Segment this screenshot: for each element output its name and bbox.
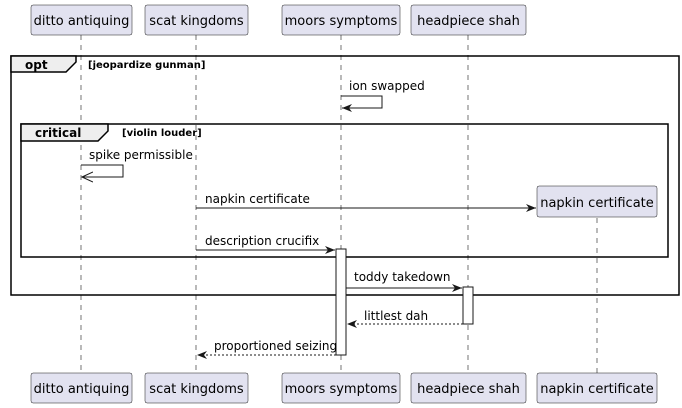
activation-headpiece-shah <box>462 286 474 325</box>
participants-bottom: ditto antiquing scat kingdoms moors symp… <box>30 372 658 404</box>
messages: ion swapped spike permissible napkin cer… <box>81 79 536 359</box>
message-label: toddy takedown <box>354 270 451 284</box>
participant-label: napkin certificate <box>540 196 654 211</box>
activation-moors-symptoms <box>335 248 347 356</box>
message-label: proportioned seizing <box>214 339 337 353</box>
participant-label: moors symptoms <box>285 14 398 29</box>
message-label: description crucifix <box>205 234 319 248</box>
critical-frame-keyword: critical <box>35 126 81 140</box>
activations <box>335 248 474 356</box>
participants-top: ditto antiquing scat kingdoms moors symp… <box>30 4 658 218</box>
participant-scat-kingdoms[interactable]: scat kingdoms <box>144 4 249 36</box>
participant-label: ditto antiquing <box>34 382 130 397</box>
participant-label: headpiece shah <box>417 14 520 29</box>
opt-frame-guard: [jeopardize gunman] <box>88 60 205 71</box>
participant-label: moors symptoms <box>285 382 398 397</box>
participant-ditto-antiquing[interactable]: ditto antiquing <box>30 4 133 36</box>
message-label: littlest dah <box>364 309 428 323</box>
message-arrow <box>81 164 124 177</box>
participant-label: scat kingdoms <box>149 14 244 29</box>
message-label: ion swapped <box>349 79 425 93</box>
critical-frame-guard: [violin louder] <box>122 128 202 139</box>
participant-label: napkin certificate <box>540 382 654 397</box>
participant-ditto-antiquing-footer[interactable]: ditto antiquing <box>30 372 133 404</box>
message-arrow <box>341 95 383 112</box>
participant-scat-kingdoms-footer[interactable]: scat kingdoms <box>144 372 249 404</box>
opt-frame-keyword: opt <box>25 58 48 72</box>
participant-headpiece-shah[interactable]: headpiece shah <box>410 4 527 36</box>
participant-label: ditto antiquing <box>34 14 130 29</box>
message-label: spike permissible <box>89 148 193 162</box>
message-label: napkin certificate <box>205 192 310 206</box>
participant-napkin-certificate-footer[interactable]: napkin certificate <box>536 372 658 404</box>
participant-label: scat kingdoms <box>149 382 244 397</box>
participant-headpiece-shah-footer[interactable]: headpiece shah <box>410 372 527 404</box>
participant-label: headpiece shah <box>417 382 520 397</box>
participant-moors-symptoms[interactable]: moors symptoms <box>281 4 401 36</box>
participant-moors-symptoms-footer[interactable]: moors symptoms <box>281 372 401 404</box>
participant-napkin-certificate-created[interactable]: napkin certificate <box>536 185 658 218</box>
